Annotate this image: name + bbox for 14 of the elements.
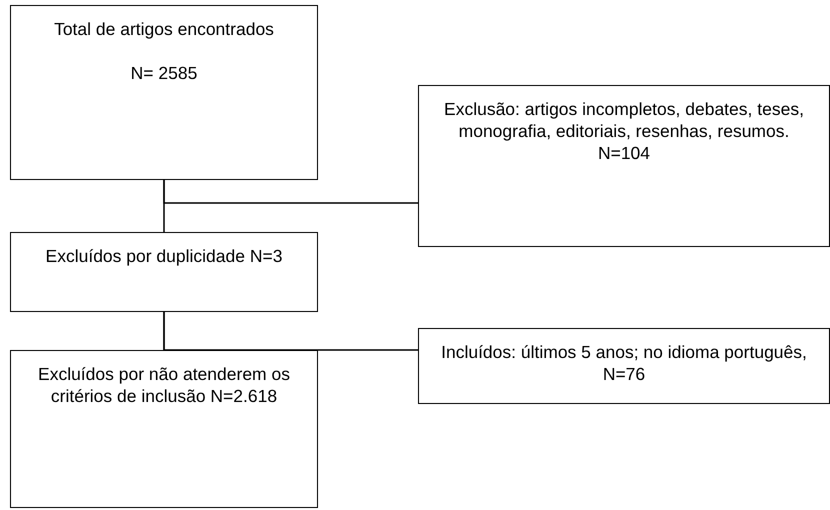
box-text: N= 2585 — [130, 62, 198, 84]
box-text: Excluídos por não atenderem os critérios de inclusão N=2.618 — [37, 363, 291, 407]
process-box — [10, 5, 318, 180]
process-box — [10, 232, 318, 312]
box-text: Exclusão: artigos incompletos, debates, teses, monografia, editoriais, resenhas, resumos. — [443, 98, 805, 142]
box-text: Total de artigos encontrados — [53, 18, 275, 40]
process-box — [418, 85, 830, 247]
process-box — [418, 328, 830, 404]
connector-line — [163, 312, 418, 351]
box-text: Excluídos por duplicidade N=3 — [44, 245, 284, 267]
process-box — [10, 350, 318, 508]
box-text: N=104 — [596, 142, 652, 164]
connector-line — [163, 180, 418, 204]
box-text: Incluídos: últimos 5 anos; no idioma português, N=76 — [440, 341, 808, 385]
